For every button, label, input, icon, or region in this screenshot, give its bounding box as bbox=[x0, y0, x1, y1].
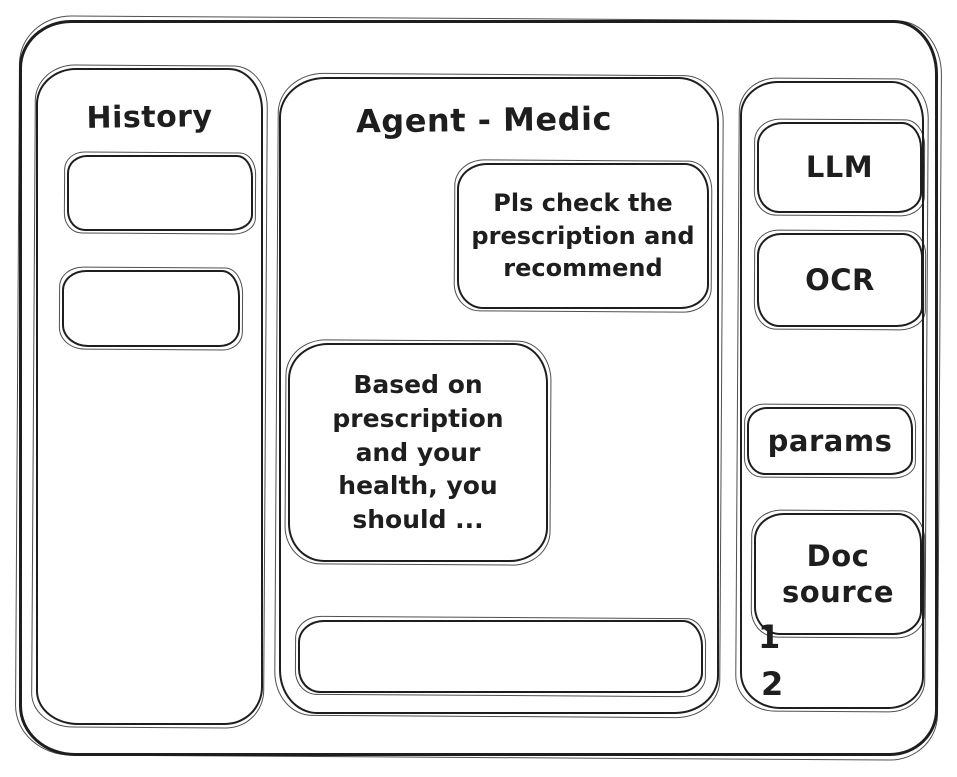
chat-title: Agent - Medic bbox=[355, 99, 613, 141]
doc-source-button[interactable]: Doc source bbox=[754, 513, 922, 635]
chat-panel: Agent - Medic Pls check the prescription… bbox=[279, 77, 719, 714]
agent-message-bubble: Based on prescription and your health, y… bbox=[288, 343, 548, 562]
chat-input-box[interactable] bbox=[298, 620, 703, 693]
app-window: History Agent - Medic Pls check the pres… bbox=[19, 20, 938, 756]
history-item[interactable] bbox=[62, 270, 240, 347]
tools-panel: LLM OCR params Doc source 1 2 bbox=[740, 81, 924, 709]
user-message-bubble: Pls check the prescription and recommend bbox=[457, 163, 709, 309]
params-button[interactable]: params bbox=[747, 407, 913, 475]
llm-button[interactable]: LLM bbox=[757, 122, 922, 213]
chat-input[interactable] bbox=[314, 628, 691, 685]
ocr-button[interactable]: OCR bbox=[757, 233, 923, 327]
doc-source-item-2: 2 bbox=[761, 665, 784, 703]
history-item[interactable] bbox=[67, 155, 253, 231]
history-title: History bbox=[86, 99, 213, 136]
doc-source-item-1: 1 bbox=[758, 618, 781, 656]
history-panel: History bbox=[36, 68, 263, 725]
